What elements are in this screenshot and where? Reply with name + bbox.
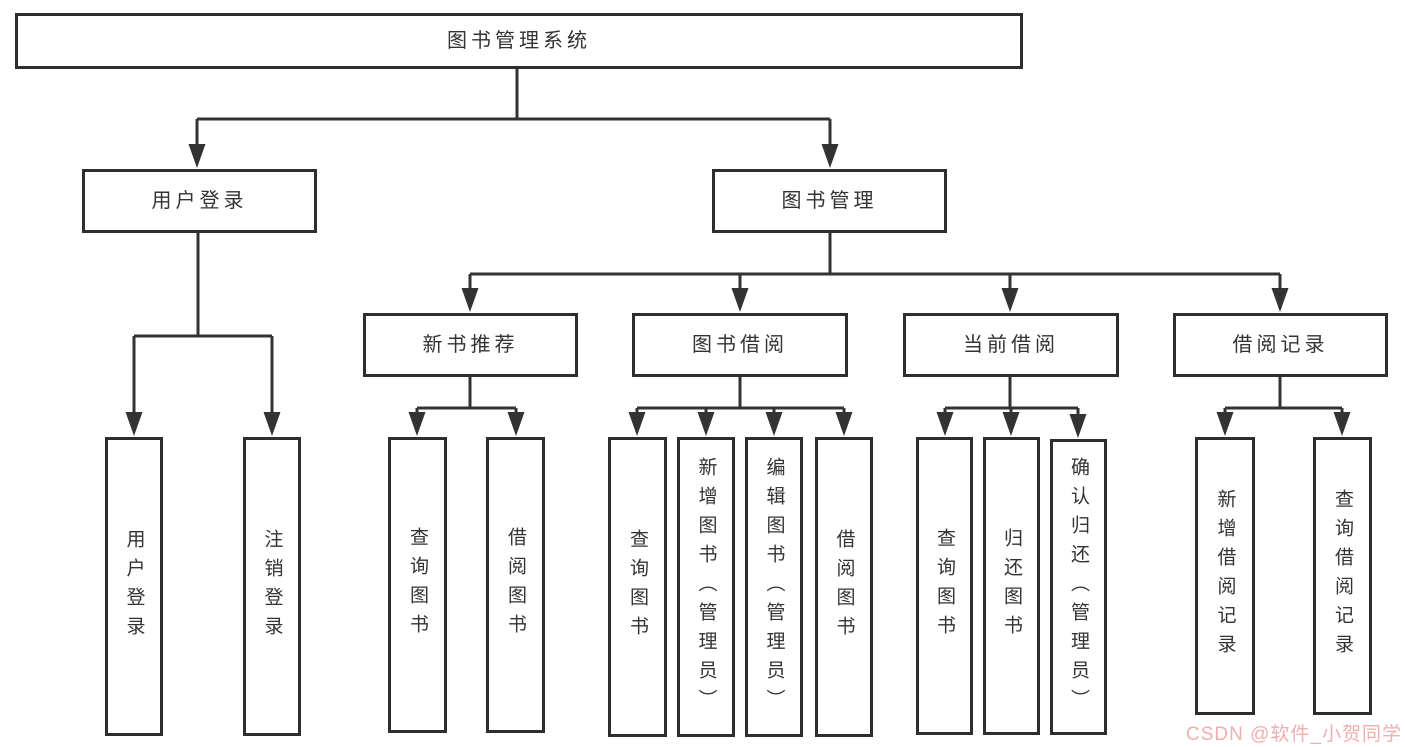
arrow-down-icon [1333,412,1351,436]
node-book-borrowing: 图书借阅 [632,313,848,377]
arrow-down-icon [1216,412,1234,436]
node-new-book-recommend: 新书推荐 [363,313,578,377]
arrow-down-icon [1069,414,1087,438]
node-leaf-query-books: 查询图书 [916,437,973,735]
csdn-watermark: CSDN @软件_小贺同学 [1186,724,1402,745]
arrow-down-icon [125,412,143,436]
arrow-down-icon [188,144,206,168]
node-leaf-query-borrow-record: 查询借阅记录 [1313,437,1372,715]
node-leaf-edit-books-admin: 编辑图书（管理员） [745,437,803,737]
node-leaf-add-books-admin: 新增图书（管理员） [677,437,735,737]
arrowheads [125,144,1351,438]
arrow-down-icon [461,288,479,312]
node-borrowing-records: 借阅记录 [1173,313,1388,377]
arrow-down-icon [731,288,749,312]
node-leaf-logout: 注销登录 [243,437,301,736]
node-leaf-confirm-return-admin: 确认归还（管理员） [1050,439,1107,735]
node-leaf-query-books: 查询图书 [388,437,447,733]
node-leaf-query-books: 查询图书 [608,437,667,737]
arrow-down-icon [408,412,426,436]
arrow-down-icon [765,412,783,436]
arrow-down-icon [936,412,954,436]
node-leaf-return-books: 归还图书 [983,437,1040,735]
arrow-down-icon [821,144,839,168]
arrow-down-icon [697,412,715,436]
arrow-down-icon [1001,288,1019,312]
arrow-down-icon [507,412,525,436]
arrow-down-icon [835,412,853,436]
connector-paths [132,69,1344,420]
node-book-management: 图书管理 [712,169,947,233]
arrow-down-icon [263,412,281,436]
node-leaf-add-borrow-record: 新增借阅记录 [1195,437,1255,715]
arrow-down-icon [628,412,646,436]
node-leaf-user-login: 用户登录 [105,437,163,736]
node-leaf-borrow-books: 借阅图书 [815,437,873,737]
arrow-down-icon [1271,288,1289,312]
node-current-borrowing: 当前借阅 [903,313,1119,377]
node-library-management-system: 图书管理系统 [15,13,1023,69]
node-user-login: 用户登录 [82,169,317,233]
node-leaf-borrow-books: 借阅图书 [486,437,545,733]
arrow-down-icon [1002,412,1020,436]
